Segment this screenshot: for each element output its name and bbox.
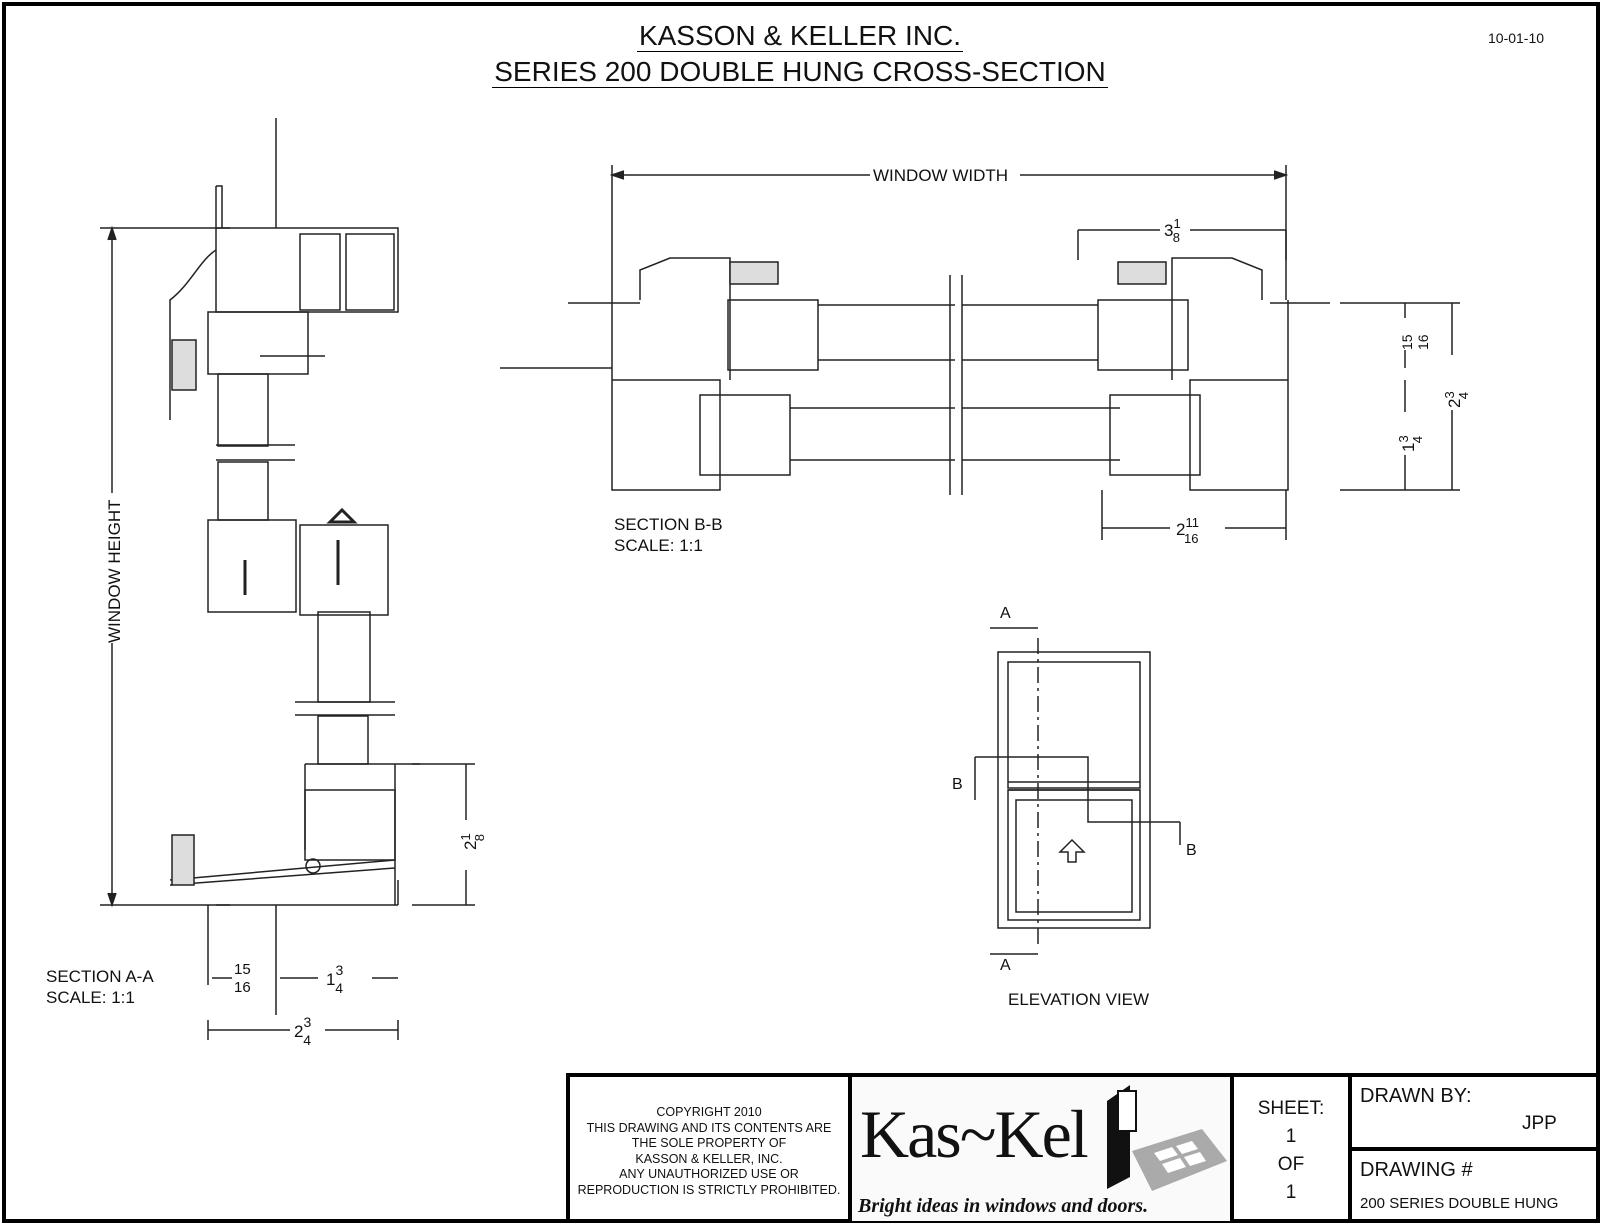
upper-num: 15	[1399, 334, 1415, 350]
copyright-line: REPRODUCTION IS STRICTLY PROHIBITED.	[577, 1182, 841, 1197]
overall-b-den: 4	[1456, 392, 1471, 399]
svg-text:16: 16	[1415, 334, 1431, 350]
cut-a-top-label: A	[1000, 605, 1011, 622]
svg-text:15: 15	[1399, 334, 1415, 350]
top-width-den: 8	[1173, 230, 1180, 245]
logo-text: Kas~Kel	[860, 1096, 1089, 1172]
window-width-label: WINDOW WIDTH	[873, 166, 1008, 185]
bottom-width-whole: 2	[1176, 520, 1185, 539]
cut-a-bottom-label: A	[1000, 957, 1011, 974]
cut-b-left-label: B	[952, 776, 963, 793]
copyright-line: THIS DRAWING AND ITS CONTENTS ARE	[586, 1120, 832, 1135]
sill-height-den: 8	[472, 834, 487, 841]
svg-text:134: 13 4	[326, 962, 343, 996]
svg-text:218: 218	[458, 833, 487, 850]
sheet-number: 1	[1285, 1126, 1297, 1147]
drawn-by-label: DRAWN BY:	[1360, 1085, 1472, 1107]
sheet-of: OF	[1277, 1154, 1305, 1175]
company-title: KASSON & KELLER INC.	[0, 20, 1600, 52]
section-a-label: SECTION A-A	[46, 967, 154, 986]
overall-b-num: 3	[1442, 391, 1457, 398]
copyright-line: KASSON & KELLER, INC.	[635, 1151, 783, 1166]
drawing-title: SERIES 200 DOUBLE HUNG CROSS-SECTION	[0, 56, 1600, 88]
company-logo: Kas~Kel Bright ideas in windows and door…	[852, 1077, 1234, 1221]
copyright-line: COPYRIGHT 2010	[656, 1105, 762, 1119]
top-width-num: 1	[1173, 216, 1180, 231]
overall-a-num: 3	[303, 1014, 311, 1030]
copyright-line: THE SOLE PROPERTY OF	[631, 1136, 787, 1150]
lower-whole: 1	[1399, 443, 1418, 452]
section-a-caption: SECTION A-A SCALE: 1:1	[46, 966, 154, 1008]
cut-b-right-label: B	[1186, 842, 1197, 859]
top-width-whole: 3	[1164, 221, 1173, 240]
overall-a-den: 4	[303, 1032, 311, 1048]
logo-tagline: Bright ideas in windows and doors.	[858, 1195, 1149, 1217]
section-b-label: SECTION B-B	[614, 515, 723, 534]
elevation-view: A A B B	[952, 605, 1197, 974]
sill-height-whole: 2	[461, 841, 480, 850]
logo-door-window-icon	[1107, 1085, 1227, 1191]
company-name: KASSON & KELLER INC.	[636, 20, 964, 52]
bottom-width-num: 11	[1185, 515, 1198, 530]
drawing-date: 10-01-10	[1488, 30, 1545, 46]
section-b-caption: SECTION B-B SCALE: 1:1	[614, 514, 723, 556]
left-width-num: 15	[234, 961, 251, 978]
right-width-den: 4	[335, 980, 343, 996]
svg-text:318: 318	[1164, 216, 1181, 245]
sheet-info: SHEET: 1 OF 1	[1234, 1077, 1352, 1221]
drawing-title-text: SERIES 200 DOUBLE HUNG CROSS-SECTION	[492, 56, 1108, 88]
section-a-scale: SCALE: 1:1	[46, 988, 135, 1007]
lower-num: 3	[1396, 435, 1411, 442]
section-b-scale: SCALE: 1:1	[614, 536, 703, 555]
right-width-num: 3	[335, 962, 343, 978]
drawn-by-value: JPP	[1522, 1113, 1557, 1134]
sheet-label: SHEET:	[1257, 1098, 1325, 1119]
title-block: COPYRIGHT 2010 THIS DRAWING AND ITS CONT…	[566, 1073, 1600, 1221]
svg-text:234: 234	[1442, 391, 1471, 408]
drawing-number-value: 200 SERIES DOUBLE HUNG	[1360, 1195, 1559, 1212]
drawn-by-cell: DRAWN BY: JPP	[1352, 1077, 1600, 1151]
sheet-total: 1	[1285, 1182, 1297, 1203]
svg-text:134: 134	[1396, 435, 1425, 452]
left-width-den: 16	[234, 979, 251, 996]
window-height-label: WINDOW HEIGHT	[105, 499, 124, 643]
lower-den: 4	[1410, 436, 1425, 443]
copyright-line: ANY UNAUTHORIZED USE OR	[619, 1167, 799, 1181]
drawing-number-cell: DRAWING # 200 SERIES DOUBLE HUNG	[1352, 1151, 1600, 1221]
copyright-notice: COPYRIGHT 2010 THIS DRAWING AND ITS CONT…	[570, 1077, 852, 1221]
right-width-whole: 1	[326, 970, 335, 989]
drawing-number-label: DRAWING #	[1360, 1159, 1473, 1181]
overall-b-whole: 2	[1445, 399, 1464, 408]
bottom-width-den: 16	[1184, 531, 1198, 546]
overall-a-whole: 2	[294, 1022, 303, 1041]
upper-den: 16	[1415, 334, 1431, 350]
svg-text:234: 23 4	[294, 1014, 311, 1048]
elevation-caption: ELEVATION VIEW	[1008, 990, 1150, 1009]
sill-height-num: 1	[458, 833, 473, 840]
